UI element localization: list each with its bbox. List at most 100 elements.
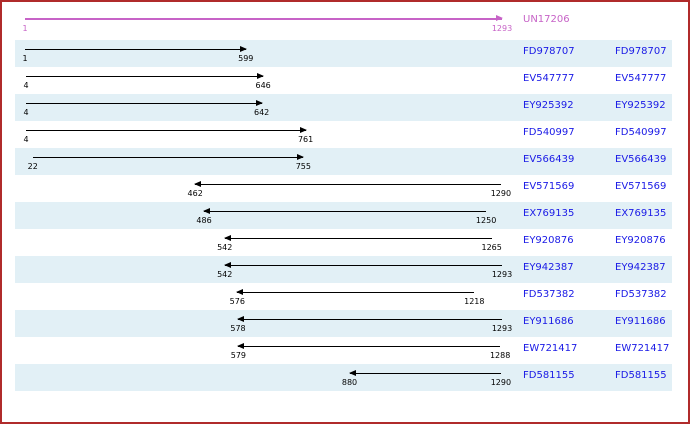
arrowhead-left-icon bbox=[348, 369, 356, 376]
arrowhead-left-icon bbox=[203, 207, 211, 214]
hit-track: 4 642 bbox=[15, 94, 672, 121]
alignment-row[interactable]: 4 646 EV547777 EV547777 bbox=[15, 67, 672, 94]
hit-arrow bbox=[25, 45, 247, 52]
alignment-row[interactable]: 576 1218 FD537382 FD537382 bbox=[15, 283, 672, 310]
hit-accession-link[interactable]: FD537382 bbox=[523, 289, 575, 300]
hit-description-link[interactable]: EW721417 bbox=[615, 343, 670, 354]
hit-track: 486 1250 bbox=[15, 202, 672, 229]
hit-accession-link[interactable]: FD581155 bbox=[523, 370, 575, 381]
hit-description-link[interactable]: FD978707 bbox=[615, 46, 667, 57]
alignment-row[interactable]: 880 1290 FD581155 FD581155 bbox=[15, 364, 672, 391]
coord-end-label: 1290 bbox=[490, 378, 512, 387]
alignment-row[interactable]: 542 1265 EY920876 EY920876 bbox=[15, 229, 672, 256]
hit-track: 462 1290 bbox=[15, 175, 672, 202]
arrowhead-right-icon bbox=[257, 72, 265, 79]
coord-end-label: 1250 bbox=[475, 216, 497, 225]
coord-end-label: 642 bbox=[254, 108, 270, 117]
hit-track: 880 1290 bbox=[15, 364, 672, 391]
hit-arrow bbox=[26, 126, 307, 133]
hit-arrow bbox=[348, 369, 501, 376]
hit-accession-link[interactable]: EV547777 bbox=[523, 73, 575, 84]
hit-arrow bbox=[194, 180, 501, 187]
hit-accession-link[interactable]: EY920876 bbox=[523, 235, 574, 246]
alignment-row[interactable]: 542 1293 EY942387 EY942387 bbox=[15, 256, 672, 283]
coord-start-label: 486 bbox=[196, 216, 212, 225]
arrowhead-left-icon bbox=[236, 288, 244, 295]
hit-description-link[interactable]: EV547777 bbox=[615, 73, 667, 84]
hit-accession-link[interactable]: EY942387 bbox=[523, 262, 574, 273]
hit-description-link[interactable]: EY942387 bbox=[615, 262, 666, 273]
coord-end-label: 761 bbox=[297, 135, 314, 144]
hit-description-link[interactable]: EV566439 bbox=[615, 154, 667, 165]
hit-description-link[interactable]: EY911686 bbox=[615, 316, 666, 327]
hit-track: 542 1293 bbox=[15, 256, 672, 283]
hit-arrow bbox=[237, 342, 501, 349]
query-arrow bbox=[25, 14, 503, 21]
hit-arrow bbox=[32, 153, 305, 160]
hit-accession-link[interactable]: EW721417 bbox=[523, 343, 578, 354]
coord-start-label: 462 bbox=[187, 189, 203, 198]
arrowhead-right-icon bbox=[297, 153, 305, 160]
hit-accession-link[interactable]: EY911686 bbox=[523, 316, 574, 327]
alignment-row[interactable]: 486 1250 EX769135 EX769135 bbox=[15, 202, 672, 229]
coord-start-label: 578 bbox=[230, 324, 246, 333]
arrowhead-right-icon bbox=[496, 14, 503, 21]
hit-description-link[interactable]: FD537382 bbox=[615, 289, 667, 300]
query-name-label: UN17206 bbox=[523, 14, 570, 25]
arrowhead-right-icon bbox=[255, 99, 263, 106]
hit-arrow bbox=[223, 234, 492, 241]
coord-start-label: 1 bbox=[22, 54, 28, 63]
coord-start-label: 542 bbox=[217, 270, 233, 279]
coord-start-label: 1 bbox=[22, 24, 28, 33]
hit-track: 579 1288 bbox=[15, 337, 672, 364]
coord-end-label: 1265 bbox=[481, 243, 502, 252]
hit-description-link[interactable]: FD581155 bbox=[615, 370, 667, 381]
hit-accession-link[interactable]: FD540997 bbox=[523, 127, 575, 138]
hit-accession-link[interactable]: EV566439 bbox=[523, 154, 575, 165]
hit-arrow bbox=[203, 207, 487, 214]
alignment-row[interactable]: 462 1290 EV571569 EV571569 bbox=[15, 175, 672, 202]
hit-accession-link[interactable]: EX769135 bbox=[523, 208, 575, 219]
alignment-row[interactable]: 579 1288 EW721417 EW721417 bbox=[15, 337, 672, 364]
coord-end-label: 599 bbox=[238, 54, 254, 63]
hit-accession-link[interactable]: EV571569 bbox=[523, 181, 575, 192]
coord-end-label: 1290 bbox=[490, 189, 512, 198]
hit-description-link[interactable]: EV571569 bbox=[615, 181, 667, 192]
coord-start-label: 576 bbox=[229, 297, 245, 306]
coord-end-label: 1288 bbox=[489, 351, 511, 360]
hit-arrow bbox=[26, 72, 265, 79]
hit-description-link[interactable]: EY925392 bbox=[615, 100, 666, 111]
coord-start-label: 579 bbox=[230, 351, 247, 360]
hit-description-link[interactable]: EY920876 bbox=[615, 235, 666, 246]
arrowhead-left-icon bbox=[237, 342, 245, 349]
coord-start-label: 4 bbox=[23, 81, 29, 90]
hit-description-link[interactable]: FD540997 bbox=[615, 127, 667, 138]
arrowhead-left-icon bbox=[237, 315, 245, 322]
coord-end-label: 1293 bbox=[491, 270, 513, 279]
hit-arrow bbox=[237, 315, 502, 322]
hit-accession-link[interactable]: FD978707 bbox=[523, 46, 575, 57]
hit-track: 576 1218 bbox=[15, 283, 672, 310]
hit-track: 542 1265 bbox=[15, 229, 672, 256]
coord-start-label: 880 bbox=[341, 378, 358, 387]
coord-end-label: 646 bbox=[255, 81, 271, 90]
hit-arrow bbox=[223, 261, 502, 268]
coord-start-label: 22 bbox=[27, 162, 38, 171]
hit-accession-link[interactable]: EY925392 bbox=[523, 100, 574, 111]
alignment-row[interactable]: 4 642 EY925392 EY925392 bbox=[15, 94, 672, 121]
hit-description-link[interactable]: EX769135 bbox=[615, 208, 667, 219]
coord-start-label: 542 bbox=[217, 243, 233, 252]
hit-arrow bbox=[26, 99, 263, 106]
coord-start-label: 4 bbox=[23, 108, 29, 117]
coord-end-label: 1218 bbox=[464, 297, 485, 306]
